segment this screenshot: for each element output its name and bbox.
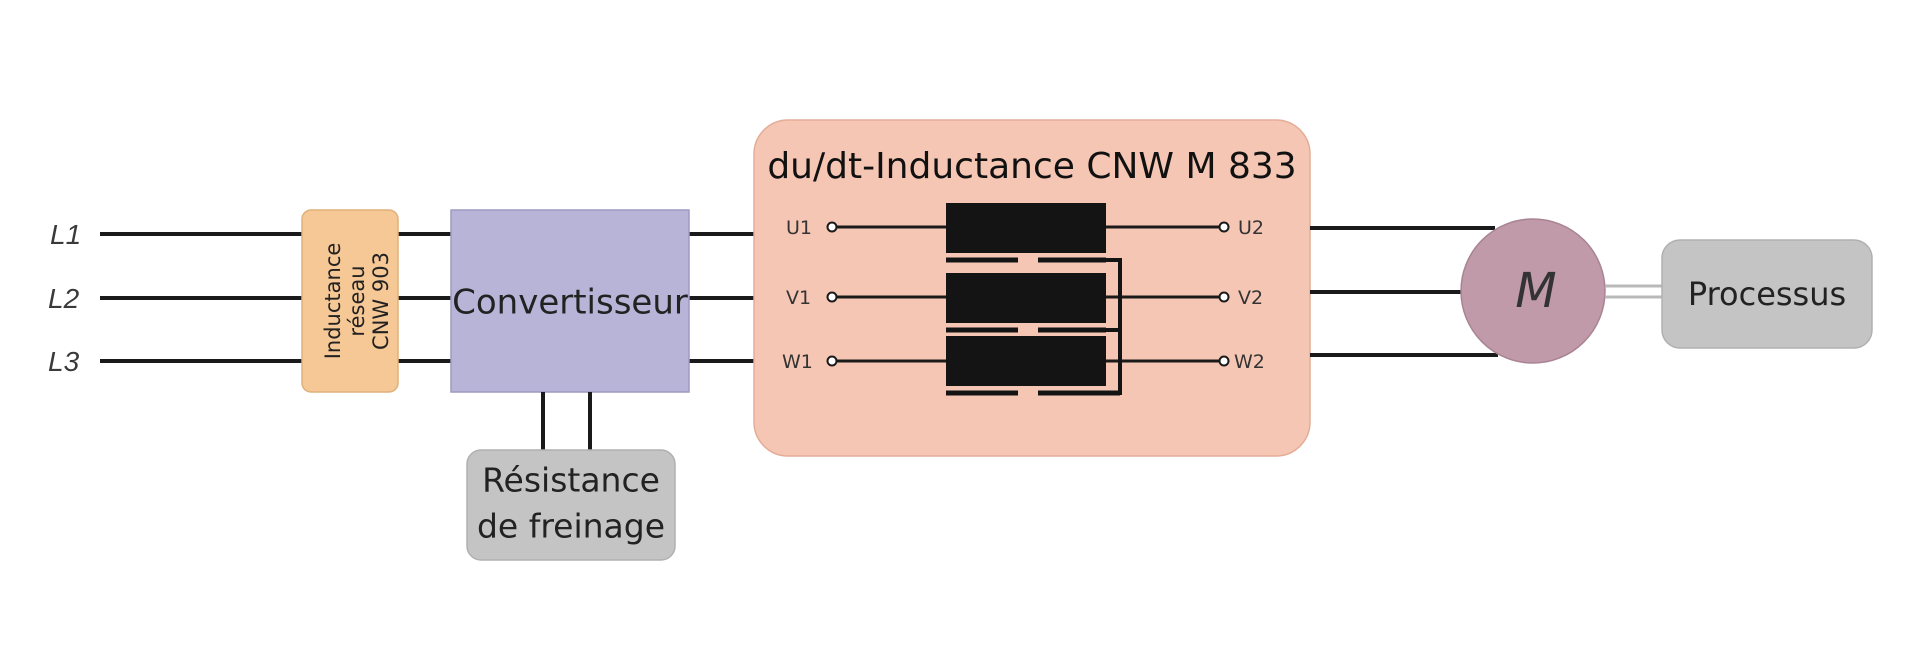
input-wires (100, 232, 760, 363)
motor-circle (1460, 218, 1606, 364)
coil-u (946, 203, 1106, 253)
phase-label-l3: L3 (48, 346, 80, 377)
line-reactor-label-line3: CNW 903 (369, 252, 393, 350)
process-block: Processus (1661, 239, 1873, 349)
converter-box (450, 209, 690, 393)
converter-block: Convertisseur (450, 209, 690, 393)
motor-shaft (1605, 284, 1664, 299)
brake-resistor-block: Résistance de freinage (466, 449, 676, 561)
dudt-terminals (826, 221, 1230, 367)
process-box (1661, 239, 1873, 349)
dudt-star-bus (1106, 258, 1122, 395)
coil-v (946, 273, 1106, 323)
motor-label: M (1515, 263, 1556, 319)
brake-resistor-label-line2: de freinage (477, 507, 665, 546)
process-label: Processus (1688, 275, 1846, 313)
line-reactor-block: Inductance réseau CNW 903 (301, 209, 399, 393)
pin-label-u2: U2 (1238, 217, 1264, 239)
brake-resistor-label-line1: Résistance (482, 461, 660, 500)
output-wires (1310, 226, 1498, 357)
dudt-filter-block: du/dt-Inductance CNW M 833 (753, 119, 1311, 457)
dudt-bottom-bars (946, 257, 1120, 396)
line-reactor-label-line1: Inductance (321, 243, 345, 360)
pin-label-w2: W2 (1234, 351, 1265, 373)
line-reactor-box (301, 209, 399, 393)
motor-block: M (1460, 218, 1606, 364)
brake-resistor-box (466, 449, 676, 561)
pin-label-u1: U1 (786, 217, 812, 239)
phase-label-l1: L1 (50, 219, 81, 250)
line-reactor-label-line2: réseau (345, 265, 369, 336)
coil-w (946, 336, 1106, 386)
converter-label: Convertisseur (452, 283, 688, 323)
phase-label-l2: L2 (48, 283, 80, 314)
dudt-internal-wiring (835, 225, 1220, 363)
dudt-filter-title: du/dt-Inductance CNW M 833 (767, 146, 1296, 187)
pin-label-v1: V1 (786, 287, 811, 309)
pin-label-w1: W1 (782, 351, 813, 373)
pin-label-v2: V2 (1238, 287, 1263, 309)
